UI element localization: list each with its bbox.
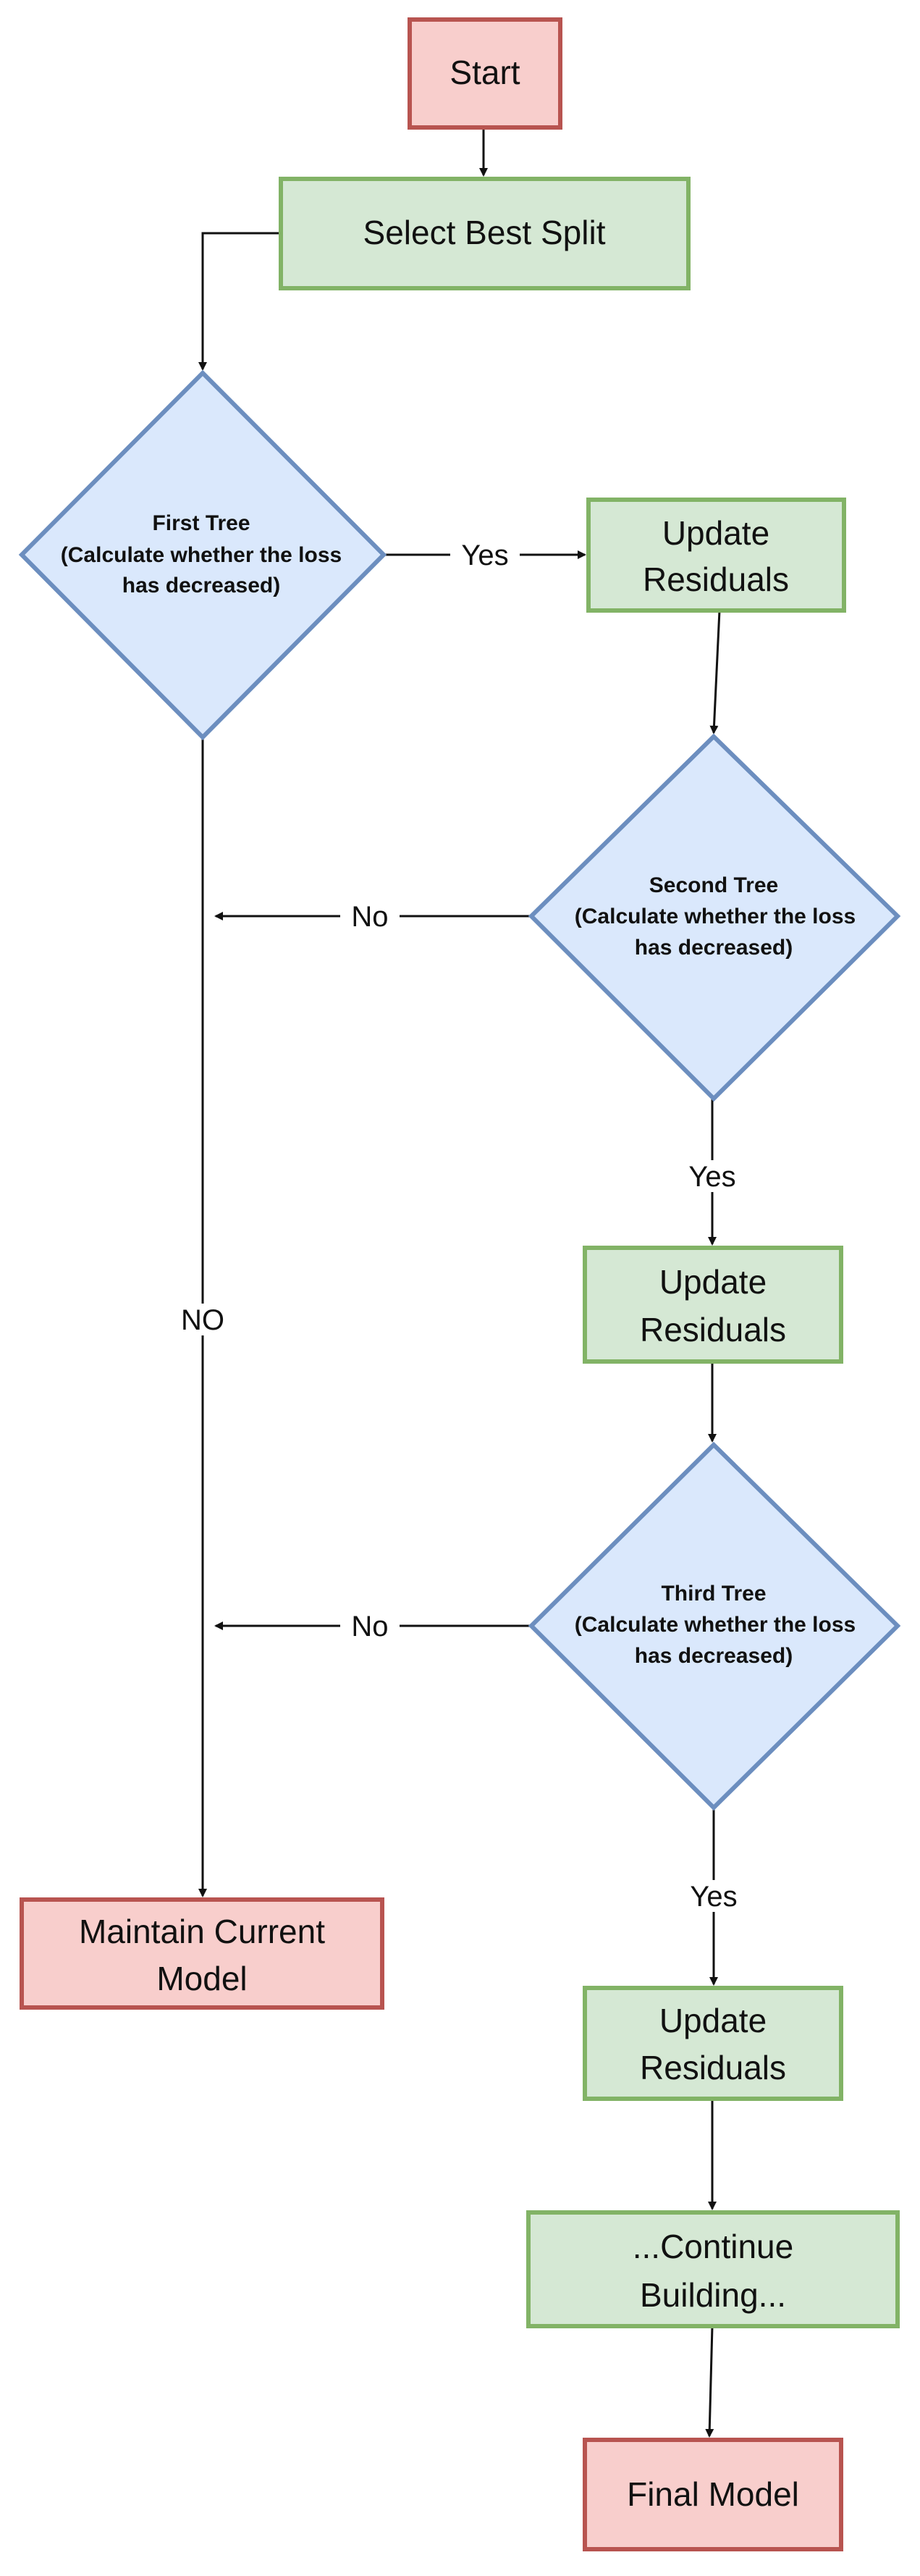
label-first-yes: Yes <box>461 540 508 571</box>
node-update-residuals-2: Update Residuals <box>583 1246 843 1364</box>
node-continue-building-line2: Building... <box>640 2276 786 2314</box>
node-third-tree-line1: Third Tree <box>661 1582 766 1606</box>
node-update-residuals-2-line1: Update <box>659 1263 767 1301</box>
label-third-no: No <box>351 1611 388 1642</box>
node-first-tree-diamond <box>18 369 387 741</box>
node-update-residuals-3-line2: Residuals <box>640 2049 786 2086</box>
node-maintain-current-model-box <box>20 1897 384 2010</box>
node-maintain-current-model-line1: Maintain Current <box>79 1913 325 1950</box>
node-continue-building-line1: ...Continue <box>633 2228 793 2265</box>
node-third-tree-line3: has decreased) <box>635 1644 793 1668</box>
node-third-tree-line2: (Calculate whether the loss <box>575 1613 856 1637</box>
node-update-residuals-1-line2: Residuals <box>643 561 789 598</box>
node-start: Start <box>408 17 562 130</box>
label-bg-second-no <box>340 902 400 931</box>
label-bg-first-no <box>171 1304 235 1335</box>
node-maintain-current-model-line2: Model <box>156 1960 247 1997</box>
label-second-no: No <box>351 901 388 933</box>
node-update-residuals-1: Update Residuals <box>586 498 846 613</box>
node-update-residuals-3-line1: Update <box>659 2002 767 2039</box>
node-final-model-box <box>583 2438 843 2551</box>
label-first-no: NO <box>181 1304 224 1336</box>
node-second-tree-line1: Second Tree <box>649 873 778 897</box>
node-maintain-current-model: Maintain Current Model <box>20 1897 384 2010</box>
node-second-tree: Second Tree (Calculate whether the loss … <box>528 733 901 1102</box>
node-continue-building-box <box>526 2210 900 2328</box>
edge-continue-to-final <box>705 2325 714 2438</box>
label-bg-third-no <box>340 1611 400 1640</box>
node-update-residuals-2-box <box>583 1246 843 1364</box>
node-second-tree-diamond <box>528 733 901 1102</box>
edge-select-to-first-tree <box>198 232 281 371</box>
node-second-tree-line2: (Calculate whether the loss <box>575 905 856 928</box>
label-bg-third-yes <box>679 1880 748 1912</box>
node-start-label: Start <box>450 54 520 91</box>
node-first-tree-line1: First Tree <box>152 511 250 535</box>
node-second-tree-line3: has decreased) <box>635 936 793 960</box>
label-second-yes: Yes <box>688 1161 735 1193</box>
node-start-box <box>408 17 562 130</box>
node-first-tree-line2: (Calculate whether the loss <box>61 543 342 567</box>
node-select-best-split-box <box>279 177 691 290</box>
node-final-model-label: Final Model <box>627 2475 799 2513</box>
node-continue-building: ...Continue Building... <box>526 2210 900 2328</box>
node-update-residuals-3-box <box>583 1986 843 2101</box>
node-select-best-split-label: Select Best Split <box>363 214 606 251</box>
edge-update1-to-second-tree <box>709 610 721 734</box>
node-update-residuals-3: Update Residuals <box>583 1986 843 2101</box>
label-bg-second-yes <box>678 1160 747 1192</box>
label-third-yes: Yes <box>690 1881 737 1913</box>
node-final-model: Final Model <box>583 2438 843 2551</box>
node-third-tree-diamond <box>528 1441 901 1811</box>
label-bg-first-yes <box>450 540 520 569</box>
node-update-residuals-2-line2: Residuals <box>640 1311 786 1348</box>
node-update-residuals-1-box <box>586 498 846 613</box>
node-update-residuals-1-line1: Update <box>662 514 769 552</box>
node-first-tree: First Tree (Calculate whether the loss h… <box>18 369 387 741</box>
edge-labels: Yes No Yes NO No Yes <box>171 540 748 1913</box>
node-third-tree: Third Tree (Calculate whether the loss h… <box>528 1441 901 1811</box>
node-select-best-split: Select Best Split <box>279 177 691 290</box>
node-first-tree-line3: has decreased) <box>122 574 280 597</box>
